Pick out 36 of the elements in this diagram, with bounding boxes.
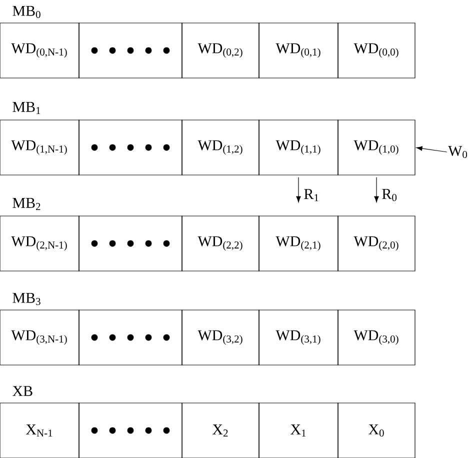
memory-cell: WD$_{(1,N-1)}$: [0, 120, 80, 176]
memory-cell: WD$_{(0,2)}$: [182, 22, 260, 78]
signal-label: W$_{0}$: [448, 146, 468, 158]
ellipsis-cell: [78, 402, 182, 458]
memory-cell: WD$_{(2,0)}$: [338, 216, 416, 272]
memory-cell: WD$_{(1,0)}$: [338, 120, 416, 176]
arrow: [374, 177, 379, 202]
row-label: MB$_{3}$: [12, 292, 40, 306]
memory-cell: WD$_{(3,N-1)}$: [0, 310, 80, 366]
memory-cell: WD$_{(2,N-1)}$: [0, 216, 80, 272]
edge-label: R$_{1}$: [304, 189, 318, 202]
memory-cell: WD$_{(3,1)}$: [258, 310, 338, 366]
ellipsis-cell: [78, 310, 182, 366]
memory-cell: WD$_{(3,2)}$: [182, 310, 260, 366]
row-label: XB: [12, 386, 32, 396]
memory-cell: X$_{0}$: [338, 402, 416, 458]
row-label: MB$_{2}$: [12, 198, 40, 210]
memory-cell: X$_{1}$: [258, 402, 338, 458]
ellipsis-cell: [78, 120, 182, 176]
memory-cell: WD$_{(1,1)}$: [258, 120, 338, 176]
arrow: [296, 177, 301, 202]
memory-cell: WD$_{(2,2)}$: [182, 216, 260, 272]
row-label: MB$_{0}$: [12, 6, 40, 18]
memory-cell: WD$_{(2,1)}$: [258, 216, 338, 272]
row-label: MB$_{1}$: [12, 102, 40, 114]
memory-cell: WD$_{(0,0)}$: [338, 22, 416, 78]
memory-cell: WD$_{(3,0)}$: [338, 310, 416, 366]
ellipsis-cell: [78, 22, 182, 78]
memory-cell: WD$_{(0,1)}$: [258, 22, 338, 78]
memory-cell: WD$_{(0,N-1)}$: [0, 22, 80, 78]
memory-cell: WD$_{(1,2)}$: [182, 120, 260, 176]
memory-cell: X$_{2}$: [182, 402, 260, 458]
ellipsis-cell: [78, 216, 182, 272]
edge-label: R$_{0}$: [382, 189, 397, 202]
arrow: [416, 146, 448, 152]
memory-cell: X$_{N-1}$: [0, 402, 80, 458]
